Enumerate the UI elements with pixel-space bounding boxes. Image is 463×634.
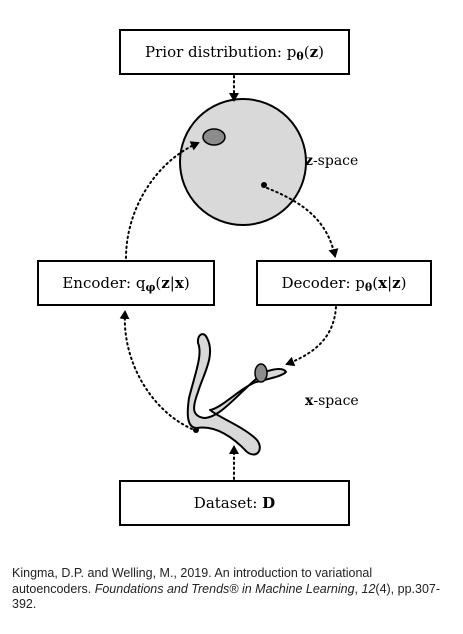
decoder-label: Decoder: pθ(x|z) — [281, 274, 406, 294]
z-to-decoder-arrow — [266, 187, 339, 258]
z-sample-blob — [202, 128, 226, 146]
x-point — [193, 427, 199, 433]
z-space-label: z-space — [305, 153, 358, 169]
vae-diagram: Prior distribution: pθ(z) z-space Encode… — [37, 29, 432, 526]
x-space-label: x-space — [305, 393, 359, 409]
encoder-box: Encoder: qφ(z|x) — [37, 260, 215, 306]
x-sample-blob — [254, 363, 268, 383]
decoder-box: Decoder: pθ(x|z) — [256, 260, 432, 306]
decoder-to-x-arrow — [285, 306, 337, 367]
citation-caption: Kingma, D.P. and Welling, M., 2019. An i… — [12, 566, 441, 611]
encoder-to-z-arrow — [125, 141, 200, 259]
z-point — [261, 182, 267, 188]
dataset-box: Dataset: D — [119, 480, 350, 526]
x-space-manifold — [186, 333, 287, 456]
encoder-label: Encoder: qφ(z|x) — [62, 274, 189, 294]
x-to-encoder-arrow — [119, 310, 193, 430]
dataset-label: Dataset: D — [194, 494, 275, 512]
z-space-circle — [179, 98, 307, 226]
prior-distribution-label: Prior distribution: pθ(z) — [145, 43, 324, 63]
prior-distribution-box: Prior distribution: pθ(z) — [119, 29, 350, 75]
